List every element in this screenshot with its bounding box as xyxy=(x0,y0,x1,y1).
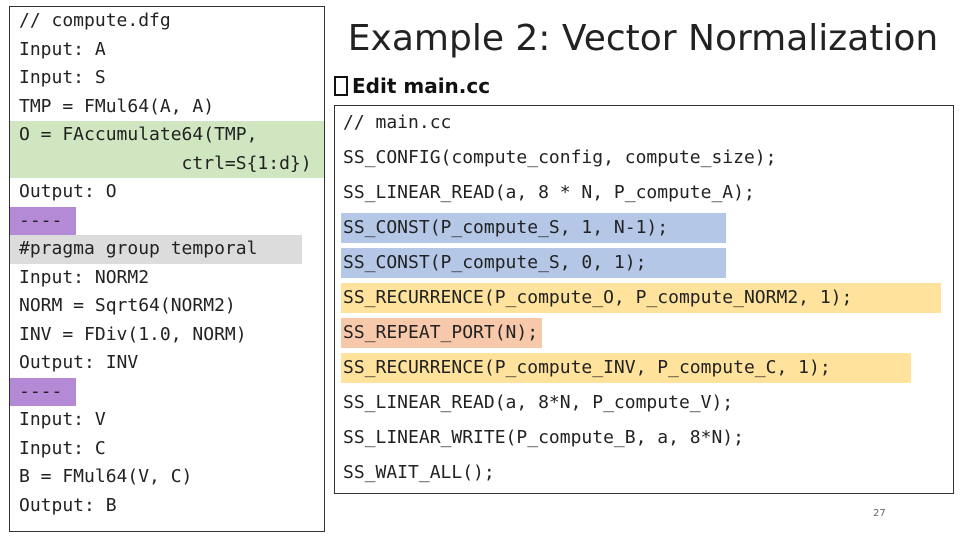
main-line-const-1: SS_CONST(P_compute_S, 1, N-1); xyxy=(341,213,726,243)
dfg-separator: ---- xyxy=(10,377,76,406)
main-line-recurrence-norm2: SS_RECURRENCE(P_compute_O, P_compute_NOR… xyxy=(341,283,941,313)
dfg-line-tmp: TMP = FMul64(A, A) xyxy=(19,95,215,117)
dfg-code-panel: // compute.dfg Input: A Input: S TMP = F… xyxy=(9,6,325,532)
slide-title: Example 2: Vector Normalization xyxy=(347,18,939,59)
dfg-line-input-s: Input: S xyxy=(19,67,106,88)
main-line-linear-read-a: SS_LINEAR_READ(a, 8 * N, P_compute_A); xyxy=(343,182,755,203)
dfg-line-norm: NORM = Sqrt64(NORM2) xyxy=(19,295,236,316)
page-number: 27 xyxy=(873,508,886,519)
dfg-line-input-c: Input: C xyxy=(19,437,106,459)
main-line-const-2: SS_CONST(P_compute_S, 0, 1); xyxy=(341,248,726,278)
dfg-line-pragma: #pragma group temporal xyxy=(10,235,302,264)
dfg-line-output-inv: Output: INV xyxy=(19,352,139,373)
subheading-text: Edit main.cc xyxy=(352,74,491,98)
dfg-line-output-o: Output: O xyxy=(19,181,117,202)
subheading: Edit main.cc xyxy=(334,74,490,98)
dfg-separator: ---- xyxy=(10,206,76,235)
dfg-line-inv: INV = FDiv(1.0, NORM) xyxy=(19,323,247,345)
main-line-linear-write: SS_LINEAR_WRITE(P_compute_B, a, 8*N); xyxy=(343,427,744,448)
main-line-comment: // main.cc xyxy=(343,112,452,133)
dfg-line-accumulate: O = FAccumulate64(TMP, xyxy=(10,121,324,150)
dfg-line-accumulate-ctrl: ctrl=S{1:d}) xyxy=(10,149,324,178)
dfg-line-input-norm2: Input: NORM2 xyxy=(19,266,150,288)
dfg-line-input-a: Input: A xyxy=(19,38,106,60)
bullet-glyph-icon xyxy=(334,76,348,96)
dfg-line-input-v: Input: V xyxy=(19,409,106,430)
dfg-line-comment: // compute.dfg xyxy=(19,10,171,31)
main-line-recurrence-inv: SS_RECURRENCE(P_compute_INV, P_compute_C… xyxy=(341,353,911,383)
main-code-panel: // main.cc SS_CONFIG(compute_config, com… xyxy=(334,105,954,494)
main-line-linear-read-v: SS_LINEAR_READ(a, 8*N, P_compute_V); xyxy=(343,392,734,413)
dfg-line-b: B = FMul64(V, C) xyxy=(19,466,193,487)
main-line-repeat-port: SS_REPEAT_PORT(N); xyxy=(341,318,543,348)
dfg-line-output-b: Output: B xyxy=(19,494,117,516)
main-line-wait-all: SS_WAIT_ALL(); xyxy=(343,462,495,483)
main-line-config: SS_CONFIG(compute_config, compute_size); xyxy=(343,147,777,168)
